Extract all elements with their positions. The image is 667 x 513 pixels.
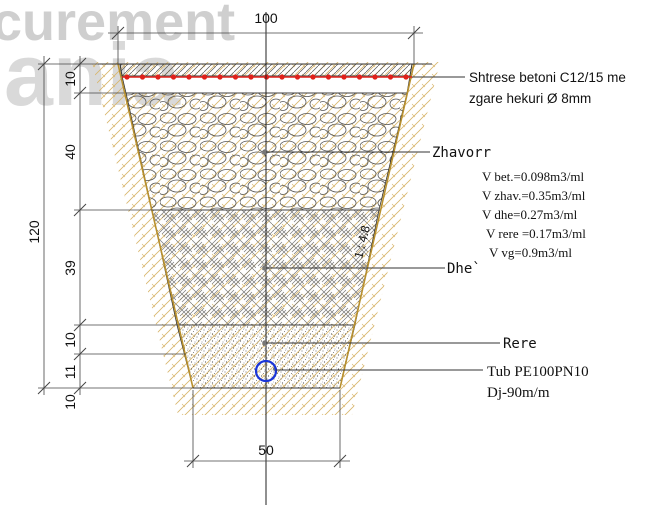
rebar-dot <box>139 74 146 80</box>
volume-entry: V bet.=0.098m3/ml <box>482 169 584 184</box>
gravel-label: Zhavorr <box>432 145 491 161</box>
total-depth-label: 120 <box>26 220 42 244</box>
rebar-dots <box>124 74 409 80</box>
rebar-dot <box>372 74 378 80</box>
rebar-dot <box>356 74 363 80</box>
trench-wall-right <box>339 63 415 389</box>
pipe-label-line2: Dj-90m/m <box>487 385 550 401</box>
volume-entry: V zhav.=0.35m3/ml <box>482 188 586 203</box>
pipe-label-line1: Tub PE100PN10 <box>487 364 589 380</box>
rebar-dot <box>217 74 223 80</box>
bottom-dim-tick-right <box>333 454 347 468</box>
top-dim-tick-left <box>111 26 125 40</box>
rebar-dot <box>325 74 332 80</box>
rebar-dot <box>232 74 239 80</box>
pipe-circle <box>254 359 278 383</box>
volume-entry: V vg=0.9m3/ml <box>489 245 572 260</box>
trench-wall-left <box>117 63 194 389</box>
rebar-dot <box>294 74 301 80</box>
layer-gravel-label: 40 <box>62 144 78 160</box>
bottom-width-label: 50 <box>258 442 274 458</box>
top-width-label: 100 <box>254 10 278 26</box>
volume-entry: V dhe=0.27m3/ml <box>482 207 578 222</box>
rebar-dot <box>155 74 161 80</box>
soil-center-dot <box>262 265 268 271</box>
volume-list: V bet.=0.098m3/ml V zhav.=0.35m3/ml V dhe=… <box>482 169 586 260</box>
sand-center-dot <box>262 340 268 346</box>
rebar-dot <box>248 74 254 80</box>
rebar-dot <box>170 74 177 80</box>
concrete-label-line2: zgare hekuri Ø 8mm <box>469 91 591 106</box>
rebar-dot <box>310 74 316 80</box>
leader-lines <box>266 76 500 371</box>
bottom-dim-tick-left <box>186 454 200 468</box>
layer-sand-mid-label: 11 <box>62 365 78 380</box>
layer-concrete-label: 10 <box>62 71 78 87</box>
sand-label: Rere <box>503 336 537 352</box>
layer-soil-label: 39 <box>62 260 78 276</box>
layer-sand-top-label: 10 <box>62 332 78 348</box>
watermark-text-1: curement <box>0 0 235 52</box>
rebar-dot <box>387 74 394 80</box>
rebar-dot <box>186 74 192 80</box>
concrete-label-line1: Shtrese betoni C12/15 me <box>469 70 626 85</box>
rebar-dot <box>341 74 347 80</box>
dim-ticks <box>37 57 87 395</box>
rebar-dot <box>279 74 285 80</box>
soil-label: Dhe` <box>447 261 481 277</box>
top-dim-tick-right <box>407 26 421 40</box>
gravel-center-dot <box>262 149 268 155</box>
rebar-dot <box>201 74 208 80</box>
rebar-dot <box>124 74 130 80</box>
layer-sand-bottom-label: 10 <box>62 394 78 410</box>
volume-entry: V rere =0.17m3/ml <box>486 226 586 241</box>
rebar-dot <box>403 74 409 80</box>
